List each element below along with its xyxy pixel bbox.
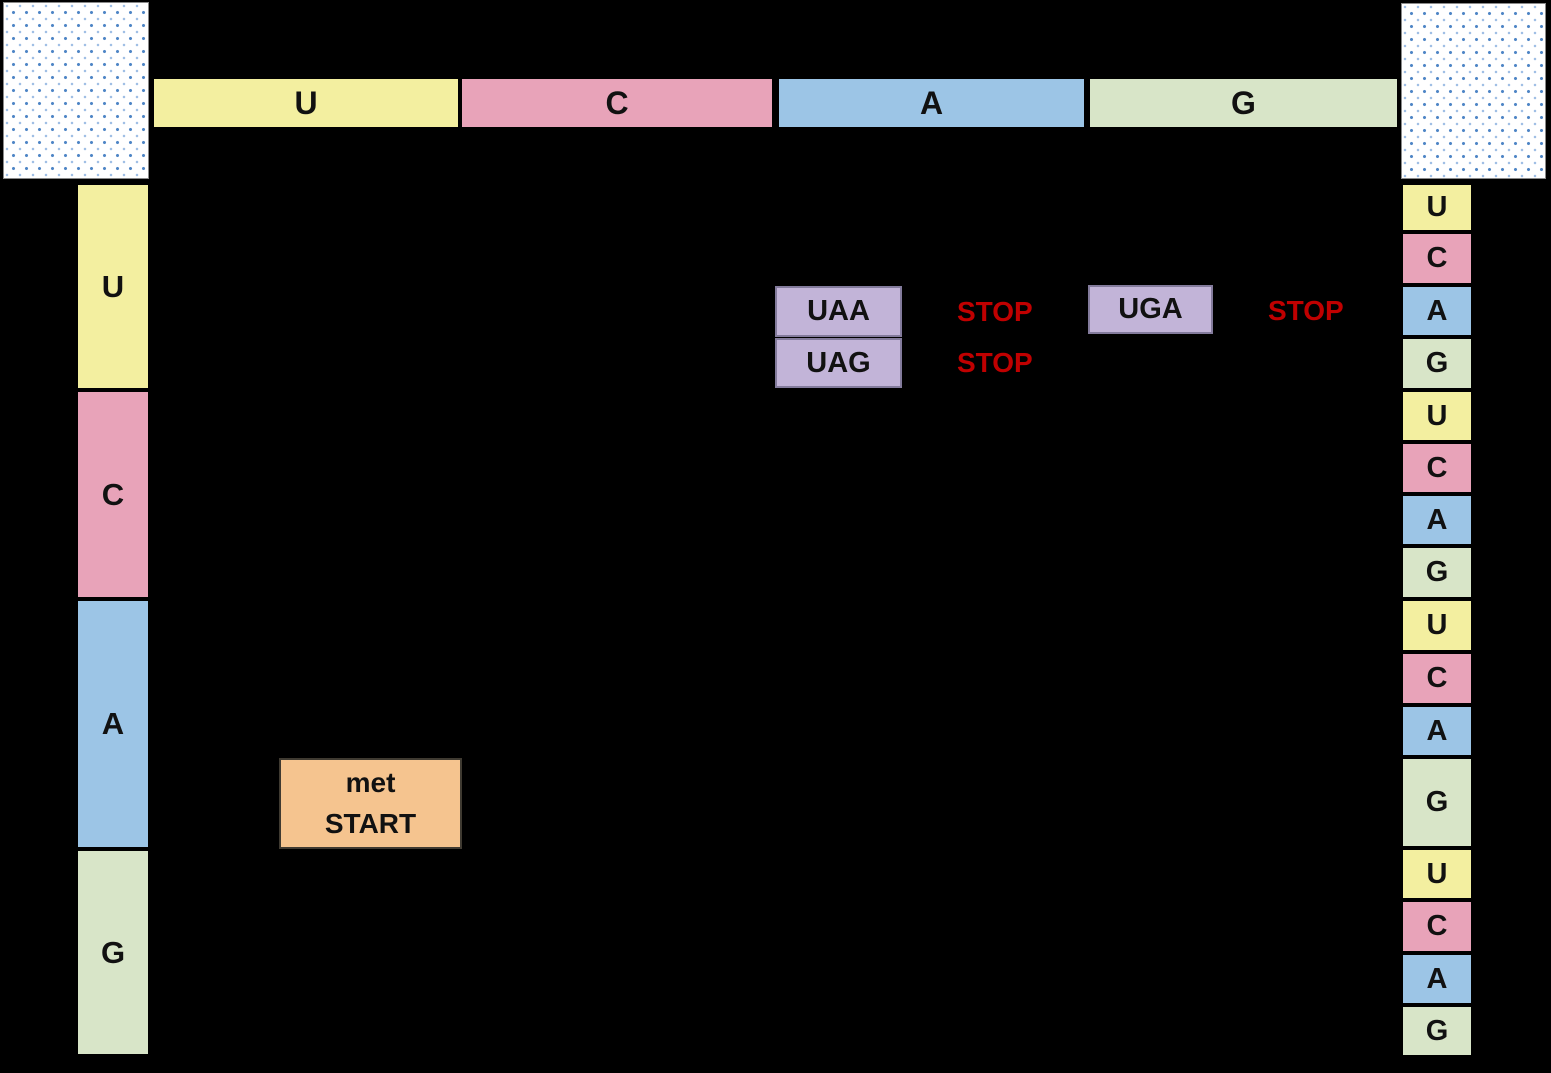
right-subheader-cell-2-c: C [1401,232,1473,285]
left-header-cell-c: C [76,390,150,599]
left-header-cell-a: A [76,599,150,849]
right-subheader-label: A [1426,294,1448,327]
top-header-cell-a: A [777,77,1086,129]
stop-label-uga: STOP [1268,295,1344,326]
top-left-dotted-box [3,2,149,179]
right-subheader-label: C [1426,451,1448,484]
right-subheader-cell-8-g: G [1401,546,1473,599]
stop-label-uaa: STOP [957,296,1033,327]
codon-label-uga: UGA [1118,293,1183,325]
top-header-label-g: G [1231,84,1256,121]
codon-box-uga: UGA [1088,285,1213,334]
right-subheader-label: U [1426,609,1448,641]
right-subheader-cell-15-a: A [1401,953,1473,1005]
right-subheader-cell-1-u: U [1401,183,1473,232]
right-subheader-cell-11-a: A [1401,705,1473,757]
right-subheader-label: C [1426,662,1448,694]
right-subheader-label: U [1426,399,1448,432]
right-subheader-cell-9-u: U [1401,599,1473,652]
right-subheader-label: G [1425,1014,1449,1047]
top-header-cell-c: C [460,77,774,129]
right-subheader-label: G [1425,347,1449,379]
right-subheader-label: C [1426,910,1448,942]
top-header-cell-u: U [152,77,460,129]
left-header-label-g: G [100,934,126,970]
codon-box-uag: UAG [775,338,902,388]
right-subheader-label: G [1425,556,1449,588]
top-header-label-a: A [919,84,944,121]
right-subheader-cell-3-a: A [1401,285,1473,337]
right-subheader-cell-14-c: C [1401,900,1473,953]
codon-label-uaa: UAA [807,295,870,327]
codon-label-uag: UAG [806,346,871,379]
right-subheader-cell-12-g: G [1401,757,1473,848]
right-subheader-label: U [1426,857,1448,890]
right-subheader-label: A [1426,503,1448,536]
right-subheader-cell-4-g: G [1401,337,1473,390]
right-subheader-cell-13-u: U [1401,848,1473,900]
start-label-met: met [345,766,396,798]
stop-label-uag: STOP [957,347,1033,378]
top-header-label-c: C [605,84,629,121]
left-header-label-u: U [101,268,125,304]
top-header-cell-g: G [1088,77,1399,129]
start-label-start: START [324,807,417,839]
codon-box-uaa: UAA [775,286,902,337]
left-header-cell-u: U [76,183,150,390]
top-right-dotted-box [1401,3,1546,179]
right-subheader-label: C [1426,242,1448,274]
left-header-label-a: A [101,706,125,741]
right-subheader-cell-16-g: G [1401,1005,1473,1057]
codon-box-aug-start: met START [279,758,462,849]
right-subheader-label: A [1426,714,1448,747]
top-header-label-u: U [294,84,318,121]
right-subheader-cell-10-c: C [1401,652,1473,705]
right-subheader-label: G [1425,786,1449,818]
left-header-label-c: C [101,476,125,512]
right-subheader-cell-6-c: C [1401,442,1473,494]
left-header-cell-g: G [76,849,150,1056]
right-subheader-cell-5-u: U [1401,390,1473,442]
right-subheader-cell-7-a: A [1401,494,1473,546]
right-subheader-label: U [1426,191,1448,223]
right-subheader-label: A [1426,962,1448,995]
